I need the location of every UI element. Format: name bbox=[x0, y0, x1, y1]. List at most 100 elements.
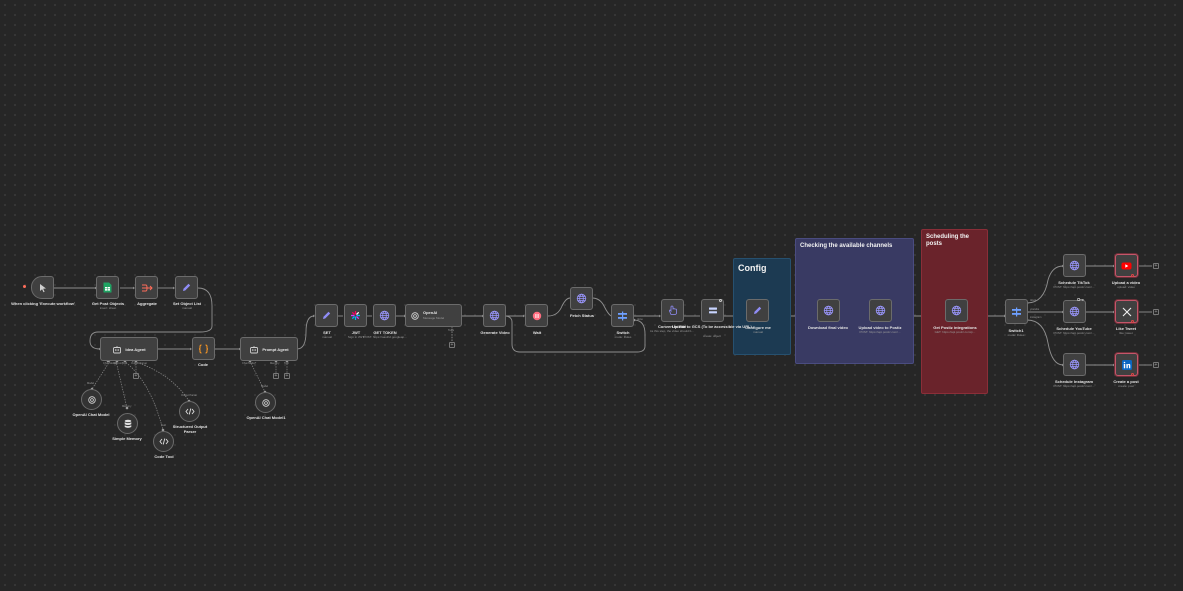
database-icon bbox=[124, 419, 132, 429]
node-structured-output-parser[interactable] bbox=[179, 401, 200, 422]
globe-icon bbox=[875, 305, 886, 316]
node-label: Upload video to Postiz bbox=[858, 325, 902, 330]
add-node-button[interactable]: + bbox=[1153, 362, 1159, 368]
node-label: OpenAI Chat Model bbox=[72, 412, 110, 417]
node-upload-a-video[interactable] bbox=[1115, 254, 1138, 277]
node-schedule-youtube[interactable] bbox=[1063, 300, 1086, 323]
node-openai-message-model[interactable] bbox=[405, 304, 462, 327]
node-subtitle: mode: Rules bbox=[1007, 333, 1025, 337]
add-tool-button[interactable]: + bbox=[133, 373, 139, 379]
port-label: Tool bbox=[161, 424, 166, 427]
node-prompt-agent[interactable]: Prompt Agent bbox=[240, 337, 298, 361]
node-label: Code bbox=[198, 362, 208, 367]
port-label: youtube bbox=[1030, 308, 1040, 311]
node-get-token[interactable] bbox=[373, 304, 396, 327]
globe-icon bbox=[576, 293, 587, 304]
sticky-note-channels[interactable]: Checking the available channels bbox=[795, 238, 914, 364]
node-get-post-objects[interactable] bbox=[96, 276, 119, 299]
node-set-object-list[interactable] bbox=[175, 276, 198, 299]
node-fetch-status[interactable] bbox=[570, 287, 593, 310]
node-label: Upload to GCS (To be accessible via URL) bbox=[672, 324, 752, 329]
node-switch-1[interactable] bbox=[1005, 299, 1028, 324]
port-label: Model bbox=[87, 382, 95, 385]
openai-icon bbox=[261, 398, 271, 408]
node-upload-gcs[interactable] bbox=[701, 299, 724, 322]
globe-icon bbox=[1069, 359, 1080, 370]
port-label: tiktok bbox=[1030, 299, 1037, 302]
openai-icon bbox=[87, 395, 97, 405]
node-convert-to-file[interactable] bbox=[661, 299, 684, 322]
node-generate-video[interactable] bbox=[483, 304, 506, 327]
node-label: Set Object List bbox=[172, 301, 202, 306]
node-jwt[interactable] bbox=[344, 304, 367, 327]
node-label: JWT bbox=[351, 330, 361, 335]
globe-icon bbox=[489, 310, 500, 321]
node-openai-chat-model-1[interactable] bbox=[255, 392, 276, 413]
node-switch[interactable] bbox=[611, 304, 634, 327]
globe-icon bbox=[951, 305, 962, 316]
code-tool-icon bbox=[184, 407, 195, 416]
add-node-button[interactable]: + bbox=[1153, 309, 1159, 315]
node-subtitle: ks this step, the video should b... bbox=[650, 329, 694, 333]
node-label: OpenAI bbox=[423, 310, 438, 315]
node-subtitle: POST: https://api.postiz.com/... bbox=[1053, 331, 1095, 335]
add-memory-button[interactable]: + bbox=[273, 373, 279, 379]
code-tool-icon bbox=[158, 437, 169, 446]
node-label: Configure me bbox=[745, 325, 771, 330]
pencil-icon bbox=[181, 282, 192, 293]
gcs-icon bbox=[708, 306, 718, 315]
node-subtitle: POST: https://api.postiz.com/... bbox=[859, 330, 901, 334]
add-tool-button[interactable]: + bbox=[284, 373, 290, 379]
node-subtitle: Sign in JWT bbox=[347, 335, 365, 339]
node-create-a-post[interactable] bbox=[1115, 353, 1138, 376]
warning-icon bbox=[1131, 320, 1134, 323]
node-wait[interactable] bbox=[525, 304, 548, 327]
port-label: Tool bbox=[122, 362, 127, 365]
node-subtitle: Message Model bbox=[423, 316, 445, 320]
node-upload-video-postiz[interactable] bbox=[869, 299, 892, 322]
node-schedule-instagram[interactable] bbox=[1063, 353, 1086, 376]
node-aggregate[interactable] bbox=[135, 276, 158, 299]
node-download-final-video[interactable] bbox=[817, 299, 840, 322]
node-configure-me[interactable] bbox=[746, 299, 769, 322]
node-label: Simple Memory bbox=[112, 436, 142, 441]
node-subtitle: like: tweet bbox=[1119, 331, 1133, 335]
node-subtitle: POST: https://api.postiz.com/... bbox=[1053, 384, 1095, 388]
sticky-note-config[interactable]: Config bbox=[733, 258, 791, 355]
node-label: Like Tweet bbox=[1115, 326, 1137, 331]
robot-icon bbox=[249, 345, 259, 354]
node-label: GET TOKEN bbox=[373, 330, 397, 335]
openai-icon bbox=[410, 311, 420, 321]
node-label: Wait bbox=[532, 330, 542, 335]
node-code[interactable] bbox=[192, 337, 215, 360]
node-label: Get Postiz integrations bbox=[933, 325, 977, 330]
node-set[interactable] bbox=[315, 304, 338, 327]
node-label: Download final video bbox=[807, 325, 849, 330]
node-label: Create a post bbox=[1113, 379, 1139, 384]
node-idea-agent[interactable]: Idea Agent bbox=[100, 337, 158, 361]
trigger-indicator bbox=[23, 285, 26, 288]
port-label: Chat Model* bbox=[103, 362, 118, 365]
node-schedule-tiktok[interactable] bbox=[1063, 254, 1086, 277]
node-subtitle: manual bbox=[182, 306, 192, 310]
node-label: Code Tool bbox=[154, 454, 174, 459]
globe-icon bbox=[379, 310, 390, 321]
node-openai-chat-model[interactable] bbox=[81, 389, 102, 410]
node-like-tweet[interactable] bbox=[1115, 300, 1138, 323]
node-subtitle: POST: https://oauth2.googleap... bbox=[363, 335, 407, 339]
node-code-tool[interactable] bbox=[153, 431, 174, 452]
add-tool-button[interactable]: + bbox=[449, 342, 455, 348]
port-label: Tools bbox=[448, 329, 455, 332]
node-simple-memory[interactable] bbox=[117, 413, 138, 434]
node-subtitle: GET: https://api.postiz.com/p... bbox=[934, 330, 976, 334]
node-manual-trigger[interactable] bbox=[31, 276, 54, 299]
linkedin-icon bbox=[1121, 359, 1132, 370]
node-subtitle: manual bbox=[322, 335, 332, 339]
node-get-postiz-integrations[interactable] bbox=[945, 299, 968, 322]
node-subtitle: manual bbox=[753, 330, 763, 334]
add-node-button[interactable]: + bbox=[1153, 263, 1159, 269]
code-icon bbox=[198, 344, 209, 354]
sticky-note-posts[interactable]: Scheduling the posts bbox=[921, 229, 988, 394]
port-label: done bbox=[637, 318, 643, 321]
